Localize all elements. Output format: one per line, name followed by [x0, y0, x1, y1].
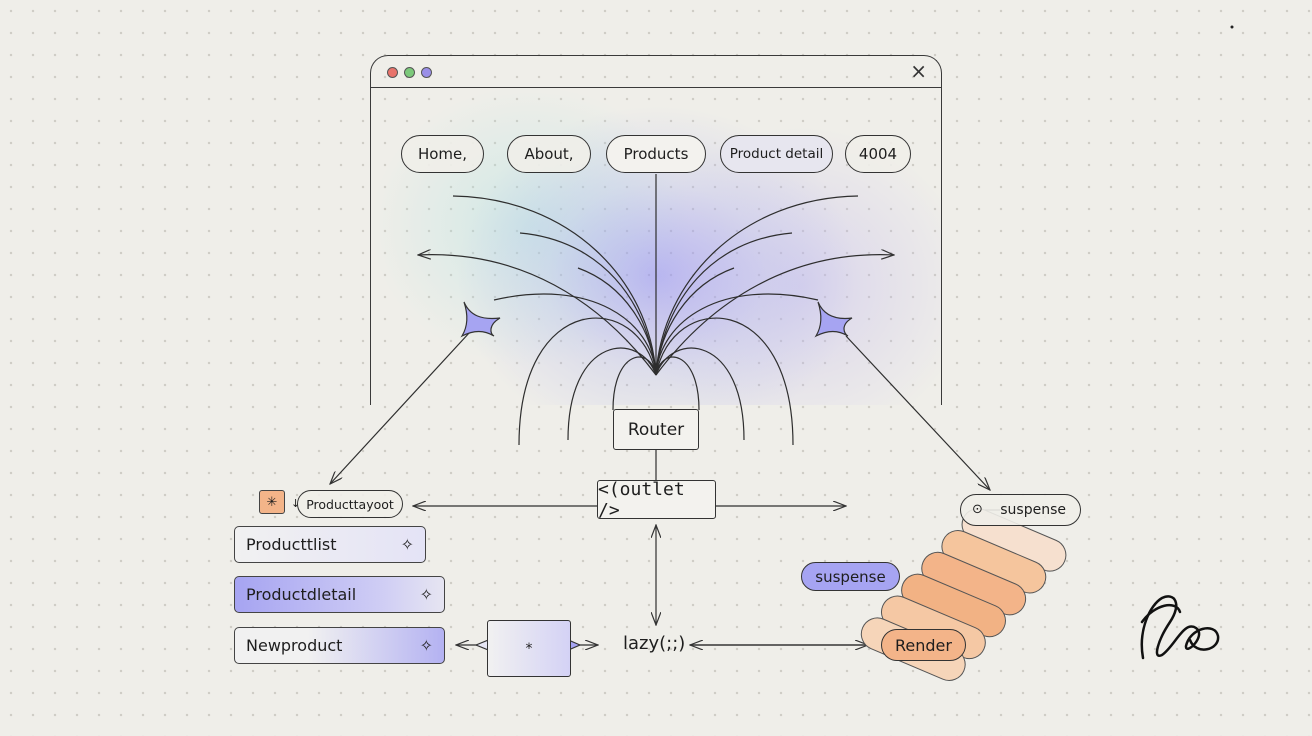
sparkle-icon: ✧ — [419, 585, 433, 604]
signature-scribble — [1140, 595, 1220, 660]
product-layout-label[interactable]: Producttayoot — [297, 490, 403, 518]
window-dot-red-icon[interactable] — [387, 67, 398, 78]
close-icon[interactable]: × — [910, 59, 927, 83]
route-product-list[interactable]: Producttlist ✧ — [234, 526, 426, 563]
router-box[interactable]: Router — [613, 409, 699, 450]
sparkle-icon — [460, 301, 853, 338]
route-label: Productdletail — [246, 585, 357, 604]
window-dot-green-icon[interactable] — [404, 67, 415, 78]
lazy-label: lazy(;;) — [623, 633, 686, 654]
window-dot-purple-icon[interactable] — [421, 67, 432, 78]
asterisk-icon: ✳ — [259, 490, 285, 514]
route-product-detail[interactable]: Productdletail ✧ — [234, 576, 445, 613]
sparkle-icon: ✧ — [400, 535, 414, 554]
target-icon: ⊙ — [972, 502, 983, 517]
tab-about[interactable]: About, — [507, 135, 591, 173]
render-pill[interactable]: Render — [881, 629, 966, 661]
route-label: Newproduct — [246, 636, 343, 655]
suspense-small-label: suspense — [1000, 502, 1066, 518]
tab-products[interactable]: Products — [606, 135, 706, 173]
sparkle-icon: ✧ — [419, 636, 433, 655]
caret-icon: ↓ — [291, 497, 301, 510]
outlet-box[interactable]: <(outlet /> — [597, 479, 716, 521]
tab-404[interactable]: 4004 — [845, 135, 911, 173]
tab-product-detail[interactable]: Product detail — [720, 135, 833, 173]
tab-home[interactable]: Home, — [401, 135, 484, 173]
window-titlebar: × — [371, 56, 941, 88]
route-label: Producttlist — [246, 535, 337, 554]
suspense-pill[interactable]: suspense — [801, 562, 900, 591]
suspense-small-pill[interactable]: suspense — [960, 494, 1081, 526]
route-new-product[interactable]: Newproduct ✧ — [234, 627, 445, 664]
lazy-chunk-box[interactable]: * — [487, 620, 571, 677]
